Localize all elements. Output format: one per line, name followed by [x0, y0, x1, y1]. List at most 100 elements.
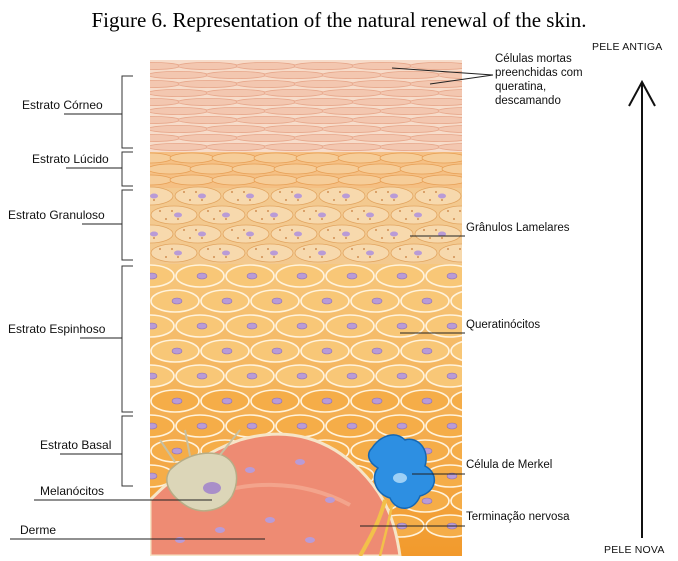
- lucidum-cell: [128, 153, 172, 163]
- cell-nucleus: [366, 251, 374, 256]
- corneocyte-flake: [380, 125, 440, 132]
- lamellar-granule: [135, 229, 137, 231]
- lamellar-granule: [309, 218, 311, 220]
- corneocyte-flake: [438, 125, 498, 132]
- lamellar-granule: [435, 229, 437, 231]
- corneocyte-flake: [294, 62, 354, 69]
- corneocyte-flake: [206, 125, 266, 132]
- lamellar-granule: [417, 256, 419, 258]
- lucidum-cell: [380, 153, 424, 163]
- lamellar-granule: [429, 199, 431, 201]
- lucidum-cell: [380, 175, 424, 185]
- lucidum-cell: [358, 164, 402, 174]
- corneocyte-flake: [206, 71, 266, 78]
- cell-nucleus: [297, 423, 307, 429]
- lamellar-granule: [201, 237, 203, 239]
- lamellar-granule: [405, 218, 407, 220]
- cell-nucleus: [297, 323, 307, 329]
- cell-nucleus: [347, 423, 357, 429]
- lamellar-granule: [147, 191, 149, 193]
- lamellar-granule: [387, 229, 389, 231]
- lamellar-granule: [279, 191, 281, 193]
- cell-nucleus: [172, 348, 182, 354]
- corneocyte-flake: [264, 125, 324, 132]
- lamellar-granule: [243, 229, 245, 231]
- corneocyte-flake: [148, 71, 208, 78]
- corneocyte-flake: [410, 116, 470, 123]
- cell-nucleus: [322, 398, 332, 404]
- lamellar-granule: [153, 199, 155, 201]
- corneocyte-flake: [236, 62, 296, 69]
- renewal-arrow: [629, 82, 655, 538]
- cell-nucleus: [438, 194, 446, 199]
- corneocyte-flake: [438, 89, 498, 96]
- cell-nucleus: [197, 273, 207, 279]
- lamellar-granule: [339, 191, 341, 193]
- dermal-cell-nucleus: [175, 537, 185, 543]
- corneocyte-flake: [120, 98, 180, 105]
- cell-nucleus: [294, 194, 302, 199]
- lamellar-granule: [291, 191, 293, 193]
- keratinocyte: [451, 390, 499, 412]
- lucidum-cell: [170, 175, 214, 185]
- label-estrato-lucido: Estrato Lúcido: [32, 152, 109, 166]
- lamellar-granule: [327, 191, 329, 193]
- corneocyte-flake: [322, 107, 382, 114]
- lucidum-cell: [212, 153, 256, 163]
- lamellar-granule: [333, 237, 335, 239]
- lamellar-granule: [201, 199, 203, 201]
- corneocyte-flake: [264, 107, 324, 114]
- corneocyte-flake: [236, 98, 296, 105]
- lamellar-granule: [231, 229, 233, 231]
- cell-nucleus: [222, 251, 230, 256]
- cell-nucleus: [172, 298, 182, 304]
- label-granulos-lamelares: Grânulos Lamelares: [466, 221, 570, 235]
- dermal-cell-nucleus: [245, 467, 255, 473]
- corneocyte-flake: [120, 62, 180, 69]
- cell-nucleus: [372, 298, 382, 304]
- lamellar-granule: [195, 229, 197, 231]
- lamellar-granule: [357, 256, 359, 258]
- lamellar-granule: [423, 191, 425, 193]
- lamellar-granule: [219, 210, 221, 212]
- lamellar-granule: [159, 248, 161, 250]
- cell-nucleus: [447, 323, 457, 329]
- lamellar-granule: [285, 237, 287, 239]
- lamellar-granule: [393, 237, 395, 239]
- lamellar-granule: [399, 248, 401, 250]
- cell-nucleus: [318, 213, 326, 218]
- cell-nucleus: [150, 194, 158, 199]
- corneocyte-flake: [410, 62, 470, 69]
- lamellar-granule: [165, 218, 167, 220]
- lamellar-granule: [465, 218, 467, 220]
- skin-tissue: [120, 60, 499, 556]
- corneocyte-flake: [352, 116, 412, 123]
- lucidum-cell: [254, 153, 298, 163]
- cell-nucleus: [390, 232, 398, 237]
- lamellar-granule: [303, 210, 305, 212]
- cell-nucleus: [222, 398, 232, 404]
- lamellar-granule: [237, 237, 239, 239]
- cell-nucleus: [247, 373, 257, 379]
- corneocyte-flake: [380, 71, 440, 78]
- lamellar-granule: [165, 256, 167, 258]
- cell-nucleus: [342, 232, 350, 237]
- cell-nucleus: [472, 448, 482, 454]
- corneocyte-flake: [294, 116, 354, 123]
- cell-nucleus: [247, 423, 257, 429]
- lucidum-cell: [212, 175, 256, 185]
- lamellar-granule: [291, 229, 293, 231]
- lamellar-granule: [411, 210, 413, 212]
- lucidum-cell: [400, 164, 444, 174]
- corneocyte-flake: [236, 134, 296, 141]
- lamellar-granule: [459, 210, 461, 212]
- lamellar-granule: [459, 248, 461, 250]
- lamellar-granule: [327, 229, 329, 231]
- lamellar-granule: [453, 256, 455, 258]
- cell-nucleus: [347, 373, 357, 379]
- corneocyte-flake: [148, 107, 208, 114]
- lucidum-cell: [338, 175, 382, 185]
- lamellar-granule: [273, 256, 275, 258]
- corneocyte-flake: [352, 80, 412, 87]
- lamellar-granule: [321, 256, 323, 258]
